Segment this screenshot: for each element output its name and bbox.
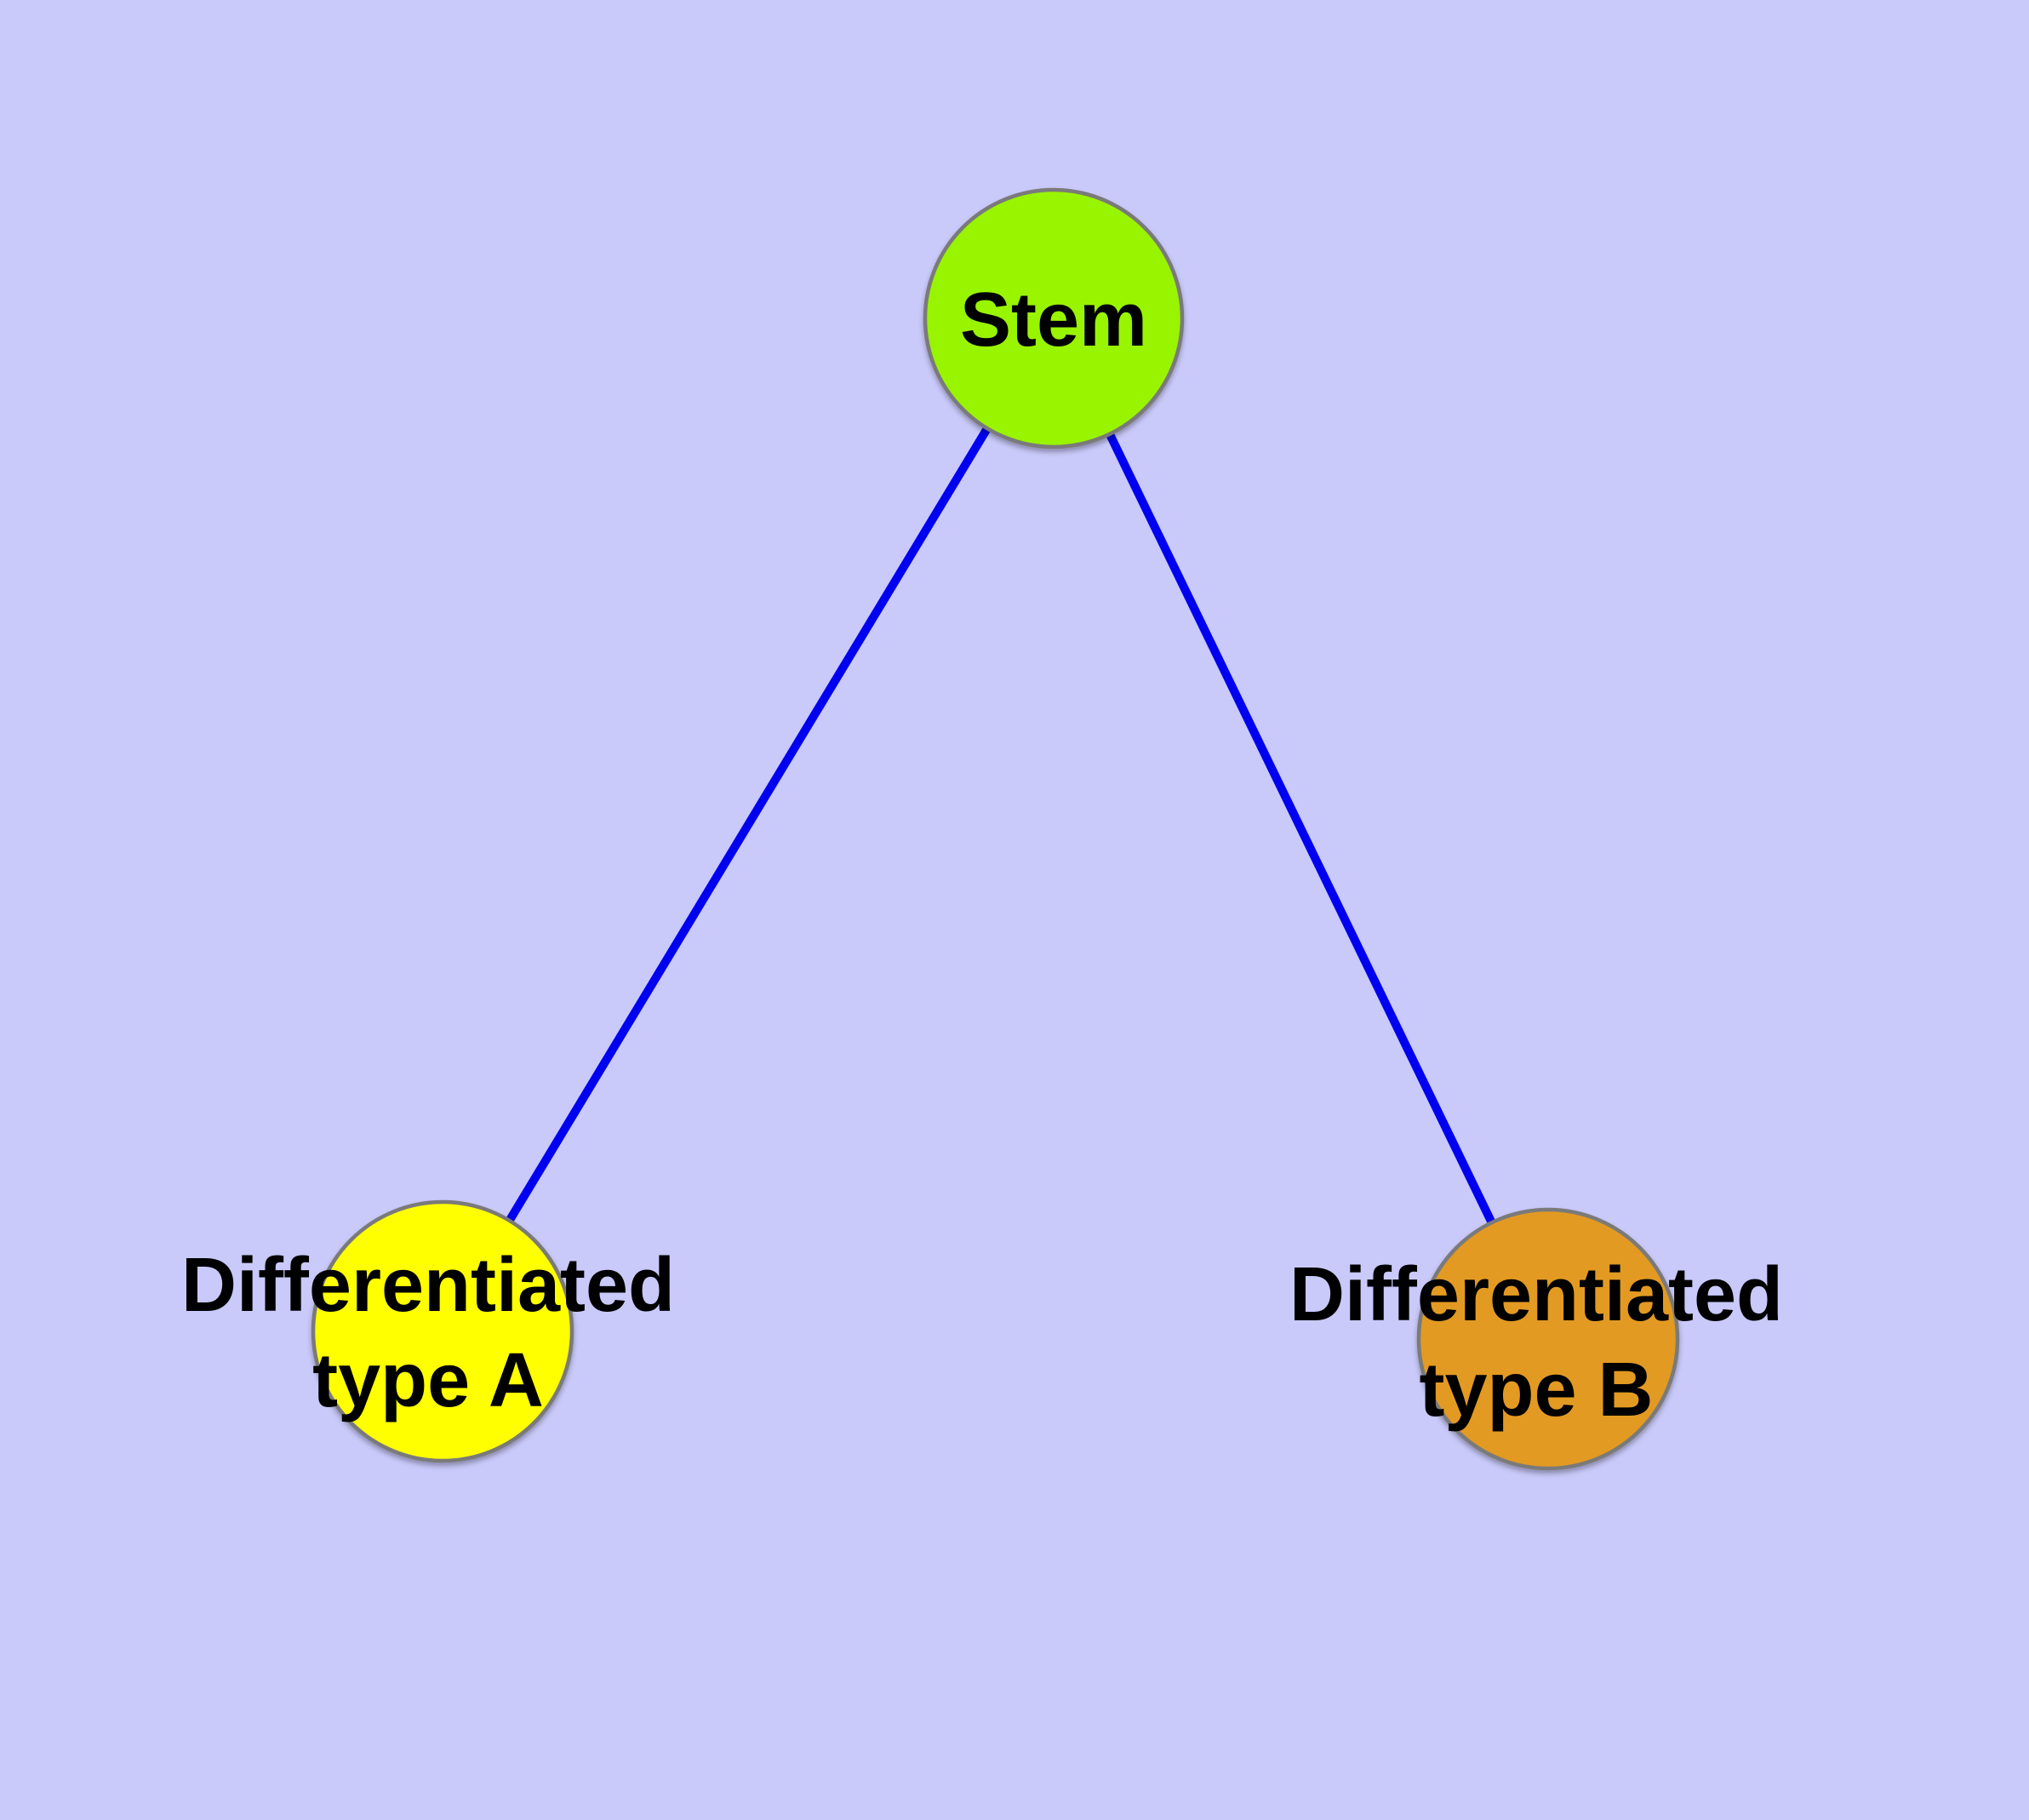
node-type-b-circle[interactable]	[1416, 1207, 1680, 1471]
node-stem-circle[interactable]	[923, 187, 1185, 449]
node-stem[interactable]: Stem	[923, 187, 1185, 449]
edge-stem-to-type-b	[1049, 316, 1552, 1342]
node-type-a-circle[interactable]	[311, 1199, 574, 1463]
edge-stem-to-type-a	[438, 316, 1058, 1334]
edges-layer	[438, 316, 1552, 1342]
